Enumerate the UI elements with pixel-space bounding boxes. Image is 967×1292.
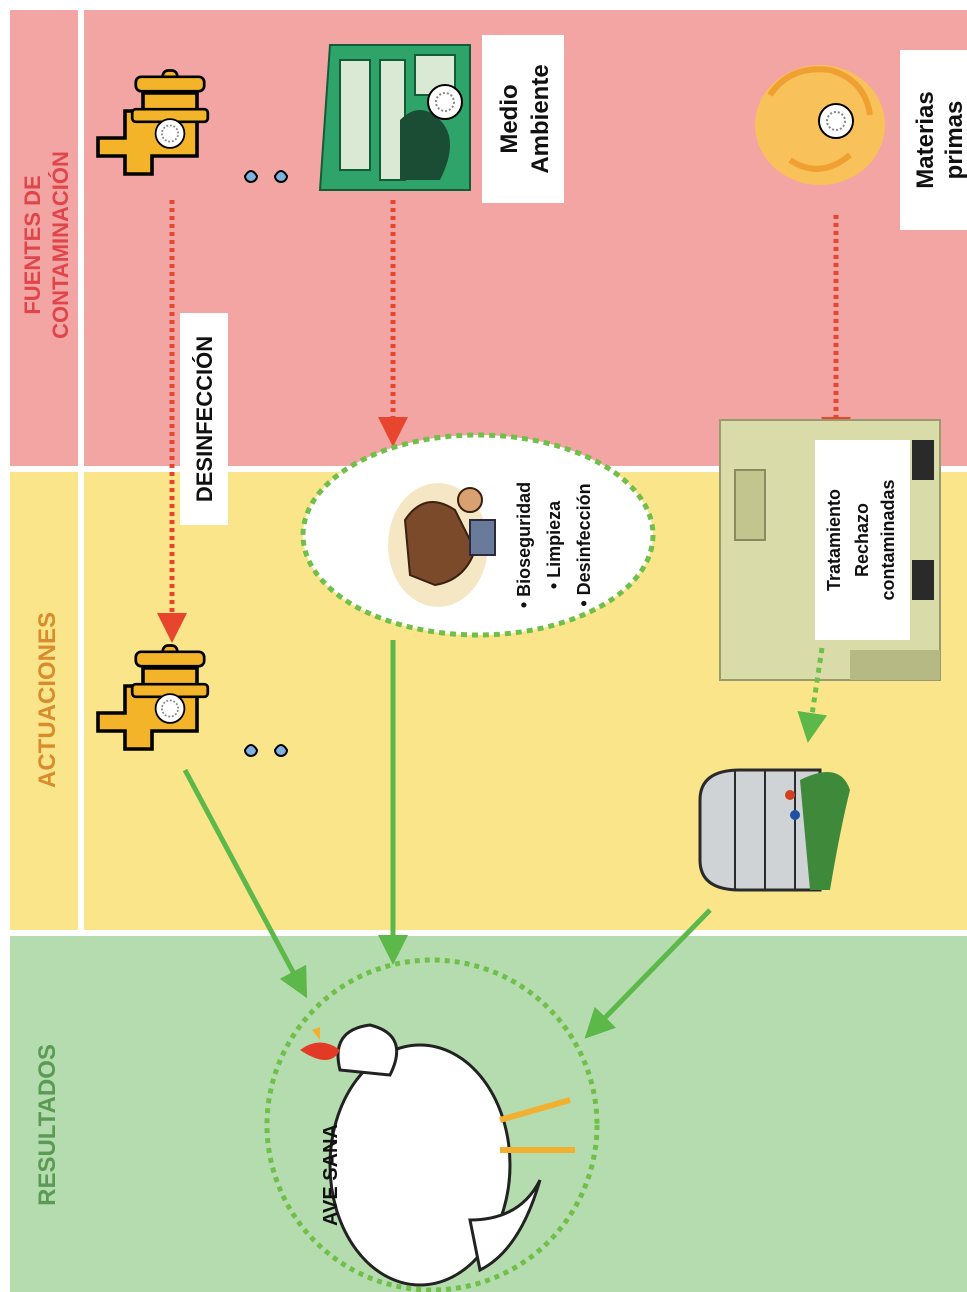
- band-title-fuentes-line2: CONTAMINACIÓN: [48, 151, 73, 339]
- treatment-line3: contaminadas: [878, 479, 898, 600]
- arrow-treatment-to-silo: [797, 647, 828, 743]
- raw-materials-icon: [755, 65, 885, 185]
- desinfeccion-label: DESINFECCIÓN: [192, 336, 217, 502]
- treatment-line2: Rechazo: [852, 503, 872, 577]
- water-drops-icon-2: [243, 744, 289, 757]
- silo-icon: [698, 768, 850, 892]
- materias-primas-box: Materias primas: [900, 50, 967, 230]
- materias-primas-line1: Materias: [912, 91, 939, 188]
- band-title-resultados: RESULTADOS: [34, 1044, 61, 1206]
- treatment-box: Tratamiento Rechazo contaminadas: [815, 440, 910, 640]
- band-title-actuaciones: ACTUACIONES: [34, 612, 61, 788]
- arrow-tap-to-chicken: [182, 768, 308, 999]
- ellipse-item-3: • Desinfección: [574, 483, 594, 606]
- medio-ambiente-box: Medio Ambiente: [482, 35, 564, 203]
- ellipse-item-2: • Limpieza: [544, 500, 564, 589]
- worker-cleaning-icon: [388, 483, 496, 607]
- medio-ambiente-line2: Ambiente: [527, 64, 554, 173]
- chicken-icon: [300, 1023, 575, 1287]
- ellipse-item-1: • Bioseguridad: [514, 482, 534, 608]
- band-title-fuentes-line1: FUENTES DE: [20, 175, 45, 314]
- water-drops-icon: [243, 170, 289, 183]
- treatment-line1: Tratamiento: [824, 489, 844, 591]
- ave-sana-label: AVE SANA: [320, 1124, 342, 1226]
- divider-vertical: [78, 10, 84, 930]
- biosecurity-ellipse: • Bioseguridad • Limpieza • Desinfección: [300, 432, 656, 638]
- medio-ambiente-line1: Medio: [496, 84, 523, 153]
- materias-primas-line2: primas: [941, 101, 967, 180]
- arrow-silo-to-chicken: [584, 908, 712, 1039]
- desinfeccion-box: DESINFECCIÓN: [180, 313, 228, 525]
- divider-horizontal-2: [10, 930, 967, 936]
- healthy-bird-circle: AVE SANA: [264, 957, 600, 1292]
- environment-icon: [318, 44, 471, 191]
